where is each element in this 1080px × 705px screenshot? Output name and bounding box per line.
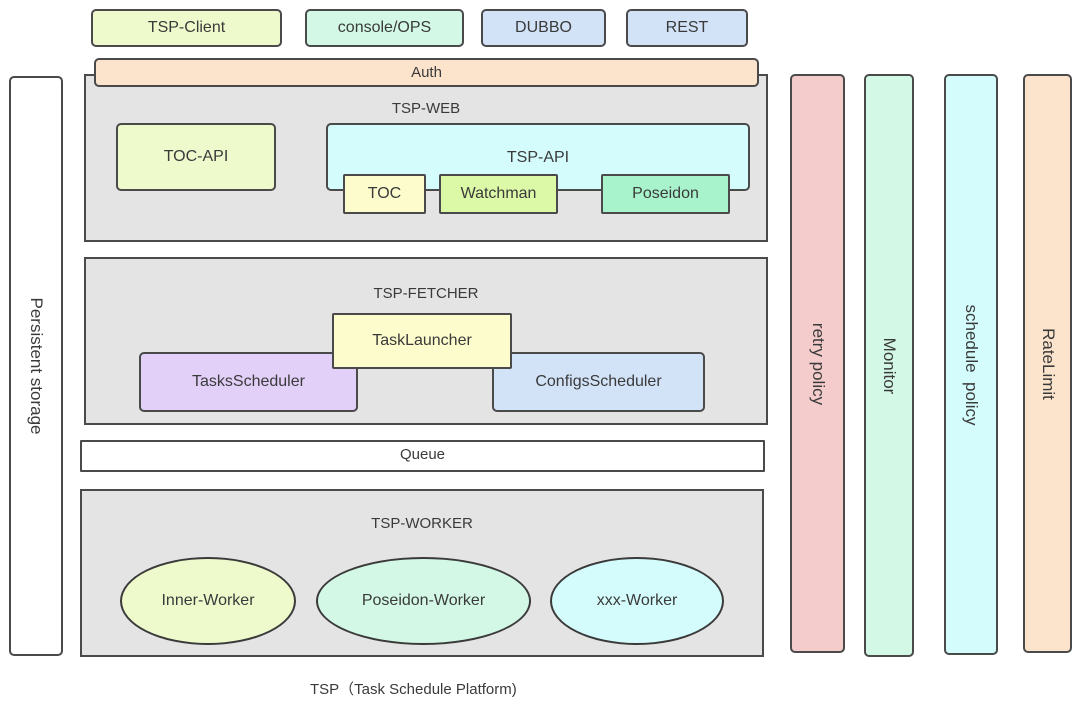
client-label: TSP-Client <box>147 19 226 36</box>
configs-scheduler-label: ConfigsScheduler <box>535 373 662 390</box>
module-label: Watchman <box>460 185 537 202</box>
auth-bar: Auth <box>94 58 759 87</box>
queue-bar: Queue <box>80 440 765 472</box>
worker-label: Poseidon-Worker <box>361 592 486 609</box>
xxx-worker-node: xxx-Worker <box>550 557 724 645</box>
worker-label: Inner-Worker <box>161 592 255 609</box>
module-label: TOC <box>367 185 402 202</box>
diagram-caption: TSP（Task Schedule Platform) <box>310 681 517 698</box>
retry-policy-bar: retry policy <box>790 74 845 653</box>
watchman-module-box: Watchman <box>439 174 558 214</box>
retry-policy-label: retry policy <box>808 322 828 405</box>
client-box-rest: REST <box>626 9 748 47</box>
schedule-policy-label: schedule policy <box>962 304 981 425</box>
monitor-label: Monitor <box>880 337 899 394</box>
client-box-tsp-client: TSP-Client <box>91 9 282 47</box>
schedule-policy-bar: schedule policy <box>944 74 998 655</box>
tsp-worker-title: TSP-WORKER <box>371 515 473 532</box>
tsp-web-title: TSP-WEB <box>391 100 461 117</box>
persistent-storage-bar: Persistent storage <box>9 76 63 656</box>
client-label: console/OPS <box>337 19 432 36</box>
poseidon-module-box: Poseidon <box>601 174 730 214</box>
task-launcher-label: TaskLauncher <box>372 332 472 349</box>
monitor-bar: Monitor <box>864 74 914 657</box>
client-box-console-ops: console/OPS <box>305 9 464 47</box>
rate-limit-label: RateLimit <box>1038 327 1058 400</box>
module-label: Poseidon <box>632 185 699 202</box>
configs-scheduler-box: ConfigsScheduler <box>492 352 705 412</box>
queue-label: Queue <box>399 445 446 463</box>
worker-label: xxx-Worker <box>596 592 678 609</box>
tasks-scheduler-box: TasksScheduler <box>139 352 358 412</box>
client-box-dubbo: DUBBO <box>481 9 606 47</box>
client-label: DUBBO <box>515 19 572 36</box>
tsp-api-label: TSP-API <box>506 149 570 166</box>
toc-module-box: TOC <box>343 174 426 214</box>
task-launcher-box: TaskLauncher <box>332 313 512 369</box>
toc-api-label: TOC-API <box>163 148 229 165</box>
client-label: REST <box>665 19 709 36</box>
persistent-storage-label: Persistent storage <box>27 297 46 435</box>
inner-worker-node: Inner-Worker <box>120 557 296 645</box>
tasks-scheduler-label: TasksScheduler <box>192 373 305 390</box>
auth-label: Auth <box>411 64 442 81</box>
tsp-fetcher-title: TSP-FETCHER <box>373 285 479 302</box>
rate-limit-bar: RateLimit <box>1023 74 1072 653</box>
poseidon-worker-node: Poseidon-Worker <box>316 557 531 645</box>
toc-api-box: TOC-API <box>116 123 276 191</box>
